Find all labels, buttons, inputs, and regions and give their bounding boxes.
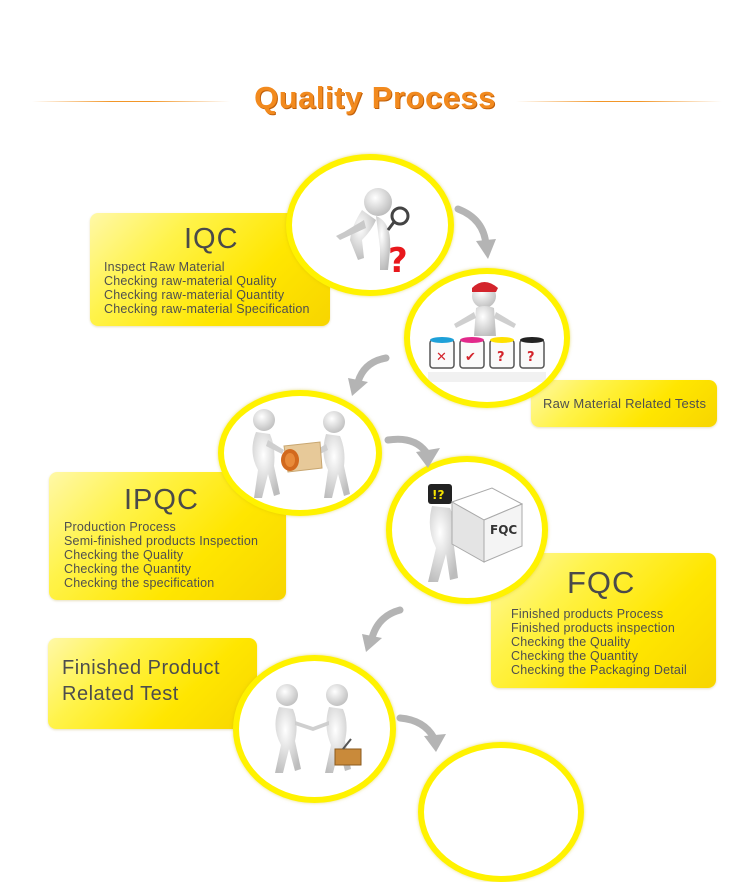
title-divider-left — [32, 101, 230, 102]
fqc-line: Checking the Packaging Detail — [511, 663, 688, 677]
fqc-line: Finished products inspection — [511, 621, 676, 635]
page-title: Quality Process — [254, 80, 496, 115]
inspect-illustration-circle: ? — [286, 154, 454, 296]
iqc-line: Checking raw-material Quality — [104, 274, 277, 288]
fqc-line: Finished products Process — [511, 607, 664, 621]
mark-cross-glyph: ✕ — [436, 350, 447, 365]
arrow-down-left-icon — [362, 606, 404, 652]
mark-question-glyph: ? — [527, 350, 535, 365]
fqc-box-figure-icon: !? FQC — [428, 484, 524, 582]
fqc-box-label: FQC — [490, 523, 517, 537]
iqc-line: Checking raw-material Quantity — [104, 288, 285, 302]
ipqc-lines: Production Process Semi-finished product… — [64, 520, 258, 590]
arrow-down-right-icon — [454, 205, 496, 259]
arrow-down-left-icon — [348, 354, 390, 396]
handshake-illustration-circle — [233, 655, 396, 803]
title-divider-right — [516, 101, 722, 102]
iqc-line: Inspect Raw Material — [104, 260, 225, 274]
ipqc-heading: IPQC — [124, 484, 199, 516]
mark-question-glyph: ? — [497, 350, 505, 365]
ipqc-line: Production Process — [64, 520, 176, 534]
arrow-right-down-icon — [396, 714, 446, 752]
ipqc-line: Checking the specification — [64, 576, 215, 590]
arrow-right-down-icon — [384, 435, 440, 468]
fqc-illustration-circle: !? FQC — [386, 456, 548, 604]
finished-product-tests-line: Finished Product — [62, 657, 221, 679]
fqc-line: Checking the Quantity — [511, 649, 639, 663]
ipqc-line: Checking the Quantity — [64, 562, 192, 576]
ipqc-box: IPQC Production Process Semi-finished pr… — [49, 472, 286, 600]
paint-cans-icon: ✕ ✔ ? ? — [428, 282, 546, 382]
ipqc-line: Checking the Quality — [64, 548, 184, 562]
raw-material-tests-box: Raw Material Related Tests — [531, 380, 717, 427]
next-step-illustration-circle — [418, 742, 584, 882]
fqc-line: Checking the Quality — [511, 635, 631, 649]
finished-product-tests-box: Finished Product Related Test — [48, 638, 257, 729]
iqc-line: Checking raw-material Specification — [104, 302, 310, 316]
magnifier-question-icon: ? — [336, 188, 410, 281]
ipqc-line: Semi-finished products Inspection — [64, 534, 259, 548]
raw-material-tests-label: Raw Material Related Tests — [543, 396, 707, 411]
iqc-lines: Inspect Raw Material Checking raw-materi… — [104, 260, 310, 316]
fqc-box: FQC Finished products Process Finished p… — [491, 553, 716, 688]
handshake-figures-icon — [275, 684, 362, 773]
paint-cans-illustration-circle: ✕ ✔ ? ? — [404, 268, 570, 408]
stamp-illustration-circle — [218, 390, 382, 516]
question-mark-glyph: ? — [388, 241, 408, 281]
iqc-heading: IQC — [184, 223, 239, 255]
finished-product-tests-lines: Finished Product Related Test — [62, 655, 220, 707]
finished-product-tests-line: Related Test — [62, 683, 179, 705]
fqc-lines: Finished products Process Finished produ… — [511, 607, 687, 677]
question-glyph: !? — [432, 488, 444, 502]
stamping-figures-icon — [252, 409, 350, 498]
fqc-heading: FQC — [567, 565, 636, 600]
mark-check-glyph: ✔ — [465, 350, 476, 365]
title-banner: Quality Process — [0, 78, 750, 122]
